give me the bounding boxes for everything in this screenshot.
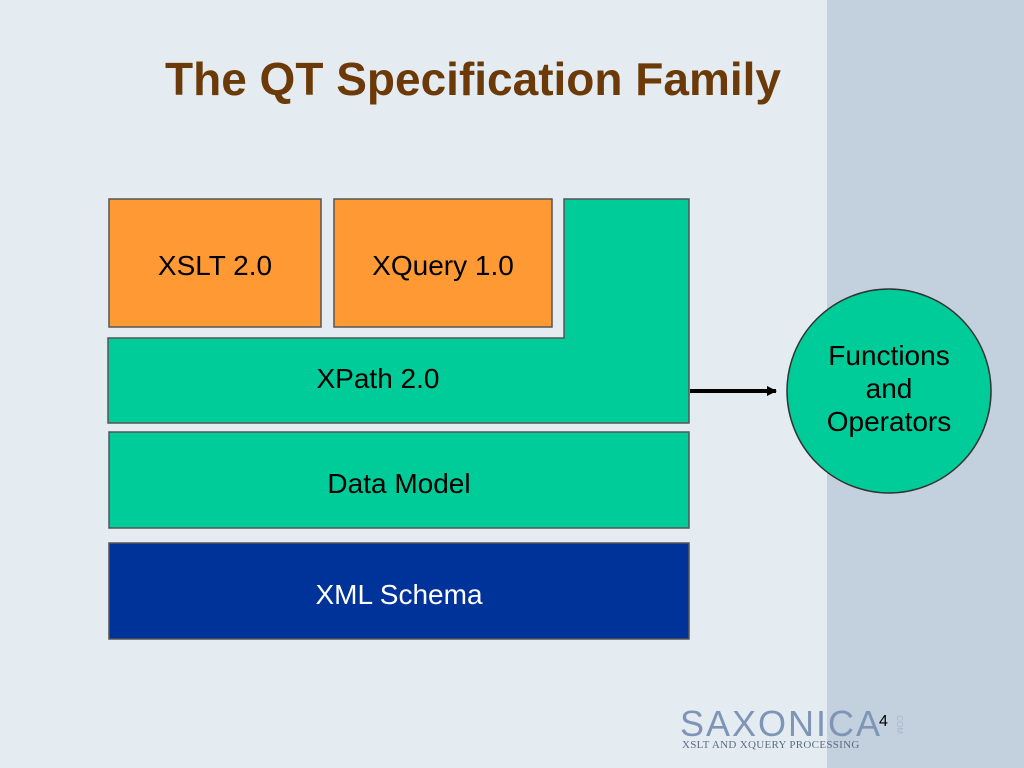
- logo-domain-suffix: .COM: [895, 713, 904, 734]
- data-model-box: [108, 431, 690, 529]
- functions-label-line1: Functions: [828, 340, 949, 371]
- functions-operators-circle: [786, 288, 992, 494]
- xpath-label: XPath 2.0: [317, 363, 440, 394]
- functions-label-line3: Operators: [827, 406, 952, 437]
- xml-schema-label: XML Schema: [315, 579, 482, 610]
- logo-wordmark: SAXONICA: [680, 703, 883, 744]
- xml-schema-box: [108, 542, 690, 640]
- saxonica-logo: SAXONICA .COM XSLT AND XQUERY PROCESSING: [680, 705, 920, 755]
- xslt-box: [108, 198, 322, 328]
- slide-title: The QT Specification Family: [165, 53, 782, 105]
- xpath-box: [107, 198, 690, 424]
- xslt-label: XSLT 2.0: [158, 250, 272, 281]
- xquery-label: XQuery 1.0: [372, 250, 514, 281]
- xquery-box: [333, 198, 553, 328]
- page-number: 4: [879, 713, 888, 730]
- data-model-label: Data Model: [327, 468, 470, 499]
- logo-tagline: XSLT AND XQUERY PROCESSING: [682, 739, 860, 751]
- functions-label-line2: and: [866, 373, 913, 404]
